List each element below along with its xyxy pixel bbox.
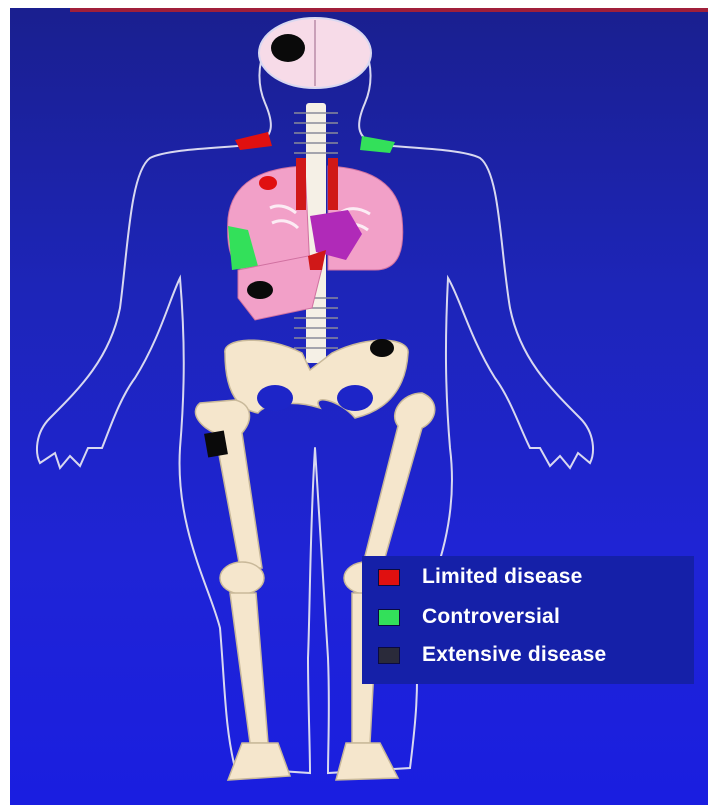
- left-lower-leg: [230, 593, 268, 743]
- left-knee: [220, 562, 264, 594]
- right-supraclavicular-region: [360, 136, 395, 153]
- brain-metastasis: [271, 34, 305, 62]
- left-supraclavicular-region: [235, 132, 272, 150]
- legend-item-controversial: Controversial: [378, 602, 560, 632]
- femur-metastasis: [204, 430, 228, 457]
- pelvis-foramen-right: [337, 385, 373, 411]
- legend-swatch-green: [378, 609, 400, 626]
- mediastinal-node-right: [328, 158, 338, 210]
- legend-label: Extensive disease: [422, 643, 606, 667]
- pelvis-foramen-left: [257, 385, 293, 411]
- right-femur: [362, 393, 435, 568]
- left-foot: [228, 743, 290, 780]
- legend-label: Controversial: [422, 605, 560, 629]
- legend-label: Limited disease: [422, 565, 583, 589]
- liver-metastasis: [247, 281, 273, 299]
- legend-swatch-black: [378, 647, 400, 664]
- legend-swatch-red: [378, 569, 400, 586]
- legend-item-limited: Limited disease: [378, 562, 583, 592]
- body-figure: [10, 8, 708, 805]
- pelvic-metastasis: [370, 339, 394, 357]
- diagram-frame: Limited disease Controversial Extensive …: [10, 8, 708, 805]
- lung-nodule: [259, 176, 277, 190]
- right-foot: [336, 743, 398, 780]
- mediastinal-node-left: [296, 158, 306, 210]
- left-femur: [195, 400, 262, 568]
- legend: Limited disease Controversial Extensive …: [362, 556, 694, 684]
- legend-item-extensive: Extensive disease: [378, 640, 606, 670]
